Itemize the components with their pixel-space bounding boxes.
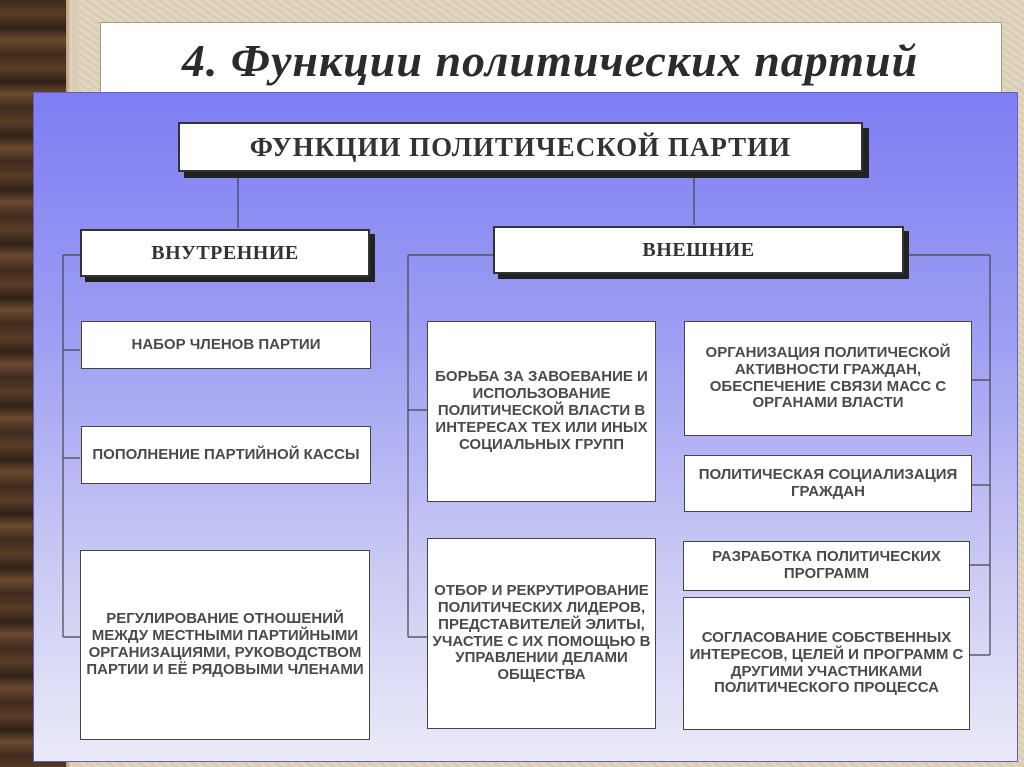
- internal-item-box: РЕГУЛИРОВАНИЕ ОТНОШЕНИЙ МЕЖДУ МЕСТНЫМИ П…: [80, 550, 370, 740]
- internal-item-box: ПОПОЛНЕНИЕ ПАРТИЙНОЙ КАССЫ: [81, 426, 371, 484]
- external-item-box: СОГЛАСОВАНИЕ СОБСТВЕННЫХ ИНТЕРЕСОВ, ЦЕЛЕ…: [683, 597, 970, 730]
- internal-item-box: НАБОР ЧЛЕНОВ ПАРТИИ: [81, 321, 371, 369]
- external-item-box: РАЗРАБОТКА ПОЛИТИЧЕСКИХ ПРОГРАММ: [683, 541, 970, 591]
- external-item-box: БОРЬБА ЗА ЗАВОЕВАНИЕ И ИСПОЛЬЗОВАНИЕ ПОЛ…: [427, 321, 656, 502]
- slide-title: 4. Функции политических партий: [181, 35, 919, 86]
- external-category-box: ВНЕШНИЕ: [493, 226, 904, 274]
- external-item-box: ОРГАНИЗАЦИЯ ПОЛИТИЧЕСКОЙ АКТИВНОСТИ ГРАЖ…: [684, 321, 972, 436]
- external-item-box: ОТБОР И РЕКРУТИРОВАНИЕ ПОЛИТИЧЕСКИХ ЛИДЕ…: [427, 538, 656, 729]
- external-item-box: ПОЛИТИЧЕСКАЯ СОЦИАЛИЗАЦИЯ ГРАЖДАН: [684, 455, 972, 512]
- internal-category-box: ВНУТРЕННИЕ: [80, 229, 370, 277]
- root-box: ФУНКЦИИ ПОЛИТИЧЕСКОЙ ПАРТИИ: [178, 122, 863, 172]
